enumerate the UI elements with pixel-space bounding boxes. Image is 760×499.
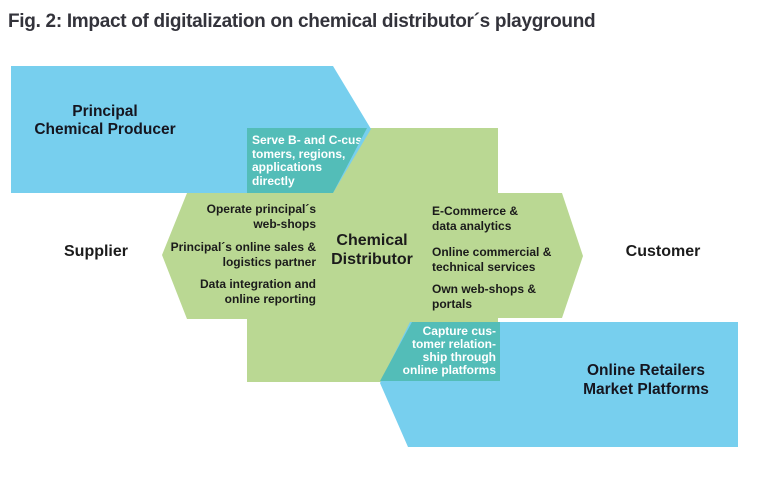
item-operate-principal-webshops: Operate principal´s web-shops bbox=[207, 202, 316, 232]
serve-note-line: directly bbox=[252, 173, 295, 188]
item-line: technical services bbox=[432, 260, 536, 274]
item-line: Online commercial & bbox=[432, 245, 552, 259]
item-line: E-Commerce & bbox=[432, 204, 519, 218]
capture-note-line: Capture cus- bbox=[422, 324, 496, 338]
serve-note-line: Serve B- and C-cus- bbox=[252, 133, 367, 147]
retailers-label-line1: Online Retailers bbox=[586, 362, 706, 379]
supplier-label: Supplier bbox=[63, 243, 129, 260]
capture-note-box: Capture cus- tomer relation- ship throug… bbox=[380, 322, 500, 381]
producer-label-line2: Chemical Producer bbox=[34, 121, 176, 138]
retailers-label: Online Retailers Market Platforms bbox=[583, 362, 709, 399]
serve-note-text: Serve B- and C-cus- tomers, regions, app… bbox=[247, 128, 367, 188]
item-line: Operate principal´s bbox=[206, 202, 316, 216]
item-line: logistics partner bbox=[222, 255, 316, 269]
customer-label: Customer bbox=[625, 243, 701, 260]
item-data-integration-reporting: Data integration and online reporting bbox=[200, 277, 316, 307]
producer-label-line1: Principal bbox=[72, 103, 138, 120]
item-line: data analytics bbox=[432, 219, 512, 233]
item-own-webshops-portals: Own web-shops & portals bbox=[432, 282, 536, 312]
serve-note-line: applications bbox=[252, 160, 323, 174]
serve-note-line: tomers, regions, bbox=[252, 146, 346, 161]
distributor-label-line1: Chemical bbox=[336, 232, 408, 249]
retailers-label-line2: Market Platforms bbox=[583, 380, 709, 398]
capture-note-line: online platforms bbox=[402, 363, 496, 377]
item-line: Principal´s online sales & bbox=[170, 240, 316, 254]
item-ecommerce-data-analytics: E-Commerce & data analytics bbox=[432, 204, 518, 234]
item-line: portals bbox=[432, 297, 473, 311]
item-line: online reporting bbox=[224, 292, 316, 306]
item-line: Own web-shops & bbox=[432, 282, 537, 296]
capture-note-line: ship through bbox=[422, 350, 496, 364]
item-line: web-shops bbox=[253, 217, 316, 231]
capture-note-line: tomer relation- bbox=[411, 337, 496, 351]
item-online-commercial-technical-services: Online commercial & technical services bbox=[432, 245, 551, 275]
item-principals-online-sales-partner: Principal´s online sales & logistics par… bbox=[171, 240, 316, 270]
item-line: Data integration and bbox=[199, 277, 316, 291]
distributor-label: Chemical Distributor bbox=[331, 231, 413, 269]
figure-title: Fig. 2: Impact of digitalization on chem… bbox=[8, 11, 596, 32]
capture-note-text: Capture cus- tomer relation- ship throug… bbox=[380, 322, 500, 377]
producer-label: Principal Chemical Producer bbox=[34, 103, 175, 139]
distributor-label-line2: Distributor bbox=[331, 251, 413, 268]
